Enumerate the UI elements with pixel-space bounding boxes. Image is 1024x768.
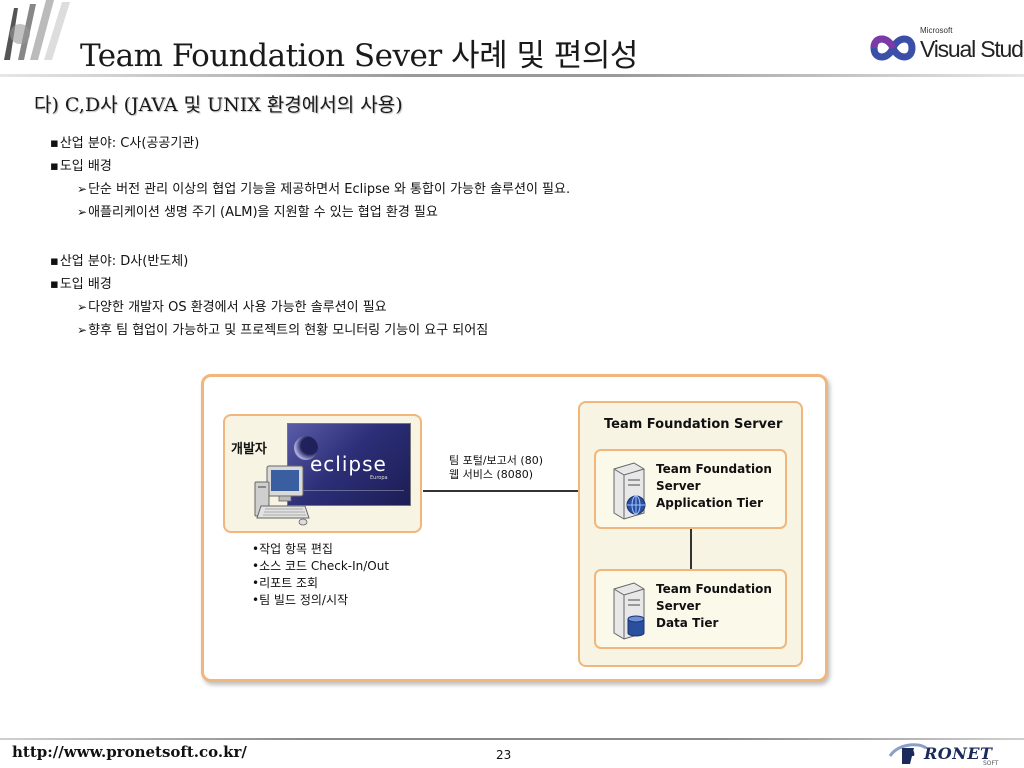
page-number: 23 <box>496 748 512 762</box>
application-tier-label: Team Foundation Server Application Tier <box>656 462 772 510</box>
visual-studio-logo: Microsoft Visual Studio <box>868 22 1024 70</box>
corner-decoration-graphic <box>0 0 74 66</box>
eclipse-word: eclipse <box>310 452 387 476</box>
data-tier-box: Team Foundation Server Data Tier <box>594 569 787 649</box>
vs-logo-text: Visual Studio <box>920 36 1024 62</box>
tfs-server-box: Team Foundation Server Team Foundation S… <box>578 401 803 667</box>
page-title: Team Foundation Sever 사례 및 편의성 <box>80 38 638 74</box>
webservice-port-label: 웹 서비스 (8080) <box>449 468 534 481</box>
vs-logo-small-text: Microsoft <box>920 26 953 35</box>
application-tier-box: Team Foundation Server Application Tier <box>594 449 787 529</box>
developer-box: 개발자 eclipse Europa <box>223 414 422 533</box>
visual-studio-infinity-icon <box>870 35 916 61</box>
tfs-title: Team Foundation Server <box>604 417 783 432</box>
section-subtitle: 다) C,D사 (JAVA 및 UNIX 환경에서의 사용) <box>34 94 403 116</box>
case-c-point: 애플리케이션 생명 주기 (ALM)을 지원할 수 있는 협업 환경 필요 <box>50 201 770 224</box>
case-d-industry: 산업 분야: D사(반도체) <box>50 250 770 273</box>
case-c-point: 단순 버전 관리 이상의 협업 기능을 제공하면서 Eclipse 와 통합이 … <box>50 178 770 201</box>
case-d-point: 다양한 개발자 OS 환경에서 사용 가능한 솔루션이 필요 <box>50 296 770 319</box>
list-item: 리포트 조회 <box>252 575 389 592</box>
data-tier-label: Team Foundation Server Data Tier <box>656 582 772 630</box>
list-item: 팀 빌드 정의/시작 <box>252 592 389 609</box>
architecture-diagram: 개발자 eclipse Europa 작업 항목 편집 소스 코드 Check-… <box>201 374 828 682</box>
list-item: 소스 코드 Check-In/Out <box>252 558 389 575</box>
pronet-logo-text: RONET <box>924 744 993 763</box>
server-globe-icon <box>613 462 646 520</box>
footer-url: http://www.pronetsoft.co.kr/ <box>12 743 247 761</box>
database-server-icon <box>613 582 645 640</box>
pronet-logo: RONET SOFT <box>888 740 1016 768</box>
footer-divider <box>0 738 1024 740</box>
pronet-swoosh-icon <box>888 743 927 764</box>
pronet-logo-sub: SOFT <box>983 760 999 767</box>
connection-labels: 팀 포털/보고서 (80) 웹 서비스 (8080) <box>449 454 543 482</box>
developer-label: 개발자 <box>231 442 267 457</box>
case-c-industry: 산업 분야: C사(공공기관) <box>50 132 770 155</box>
case-d-point: 향후 팀 협업이 가능하고 및 프로젝트의 현황 모니터링 기능이 요구 되어짐 <box>50 319 770 342</box>
computer-icon <box>254 465 310 526</box>
case-d-background-label: 도입 배경 <box>50 273 770 296</box>
connection-line-vertical <box>690 529 692 569</box>
developer-task-list: 작업 항목 편집 소스 코드 Check-In/Out 리포트 조회 팀 빌드 … <box>252 541 389 609</box>
eclipse-orb-icon <box>294 436 318 460</box>
eclipse-splash-image: eclipse Europa <box>287 423 411 506</box>
case-bullets: 산업 분야: C사(공공기관) 도입 배경 단순 버전 관리 이상의 협업 기능… <box>50 132 770 342</box>
portal-port-label: 팀 포털/보고서 (80) <box>449 454 543 467</box>
connection-line-horizontal <box>423 490 580 492</box>
title-divider <box>0 74 1024 77</box>
eclipse-subtitle: Europa <box>370 475 388 481</box>
list-item: 작업 항목 편집 <box>252 541 389 558</box>
case-c-background-label: 도입 배경 <box>50 155 770 178</box>
